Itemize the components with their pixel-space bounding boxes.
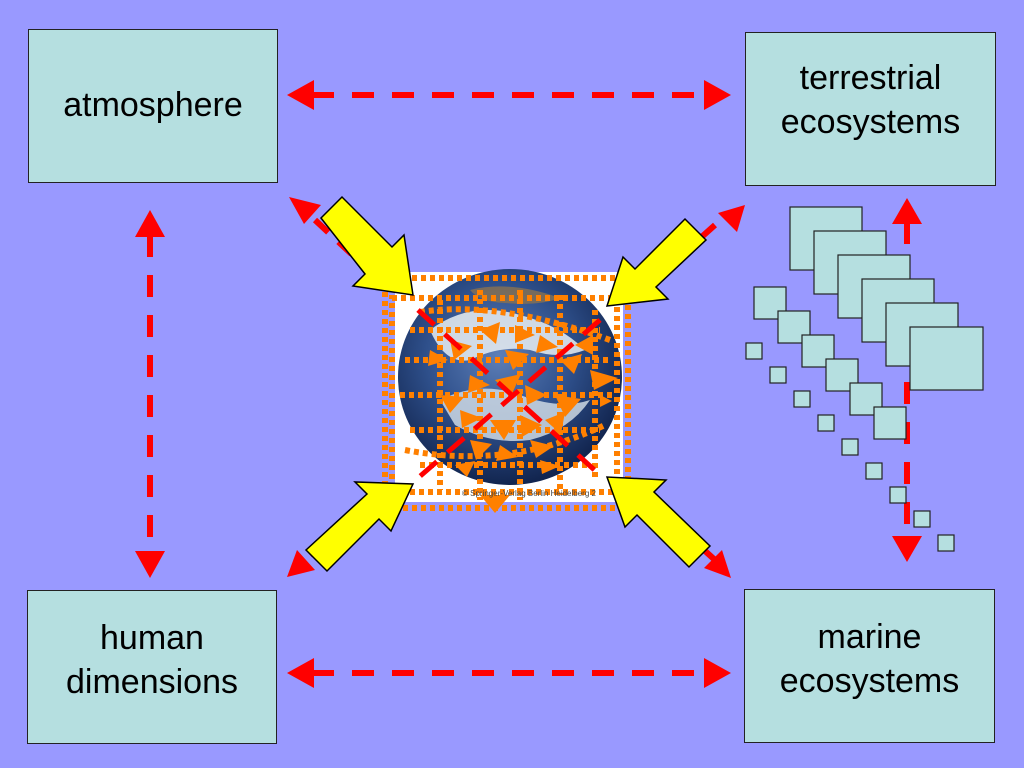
stacked-squares-graphic [745, 206, 984, 552]
yellow-arrow-bottom-right [605, 476, 712, 569]
yellow-arrow-bottom-left [304, 481, 415, 573]
yellow-arrow-top-right [605, 217, 708, 307]
yellow-arrow-top-left [319, 195, 414, 296]
human-dimensions-label: human dimensions [66, 619, 238, 701]
terrestrial-ecosystems-label: terrestrial ecosystems [780, 59, 961, 141]
terrestrial-ecosystems-box: terrestrial ecosystems [745, 32, 996, 186]
arrow-diagonal-top-left [289, 197, 393, 293]
marine-ecosystems-box: marine ecosystems [744, 589, 995, 743]
orange-triangle-scatter [428, 322, 618, 513]
red-dashed-cross [416, 308, 602, 480]
marine-ecosystems-label: marine ecosystems [779, 618, 960, 700]
atmosphere-label: atmosphere [63, 86, 243, 125]
human-dimensions-box: human dimensions [27, 590, 277, 744]
arrow-atmosphere-human [135, 210, 165, 578]
arrow-atmosphere-terrestrial [287, 80, 731, 110]
arrow-human-marine [287, 658, 731, 688]
atmosphere-box: atmosphere [28, 29, 278, 183]
image-credit: © Springer-Verlag Berlin Heidelberg 2 [462, 489, 596, 498]
